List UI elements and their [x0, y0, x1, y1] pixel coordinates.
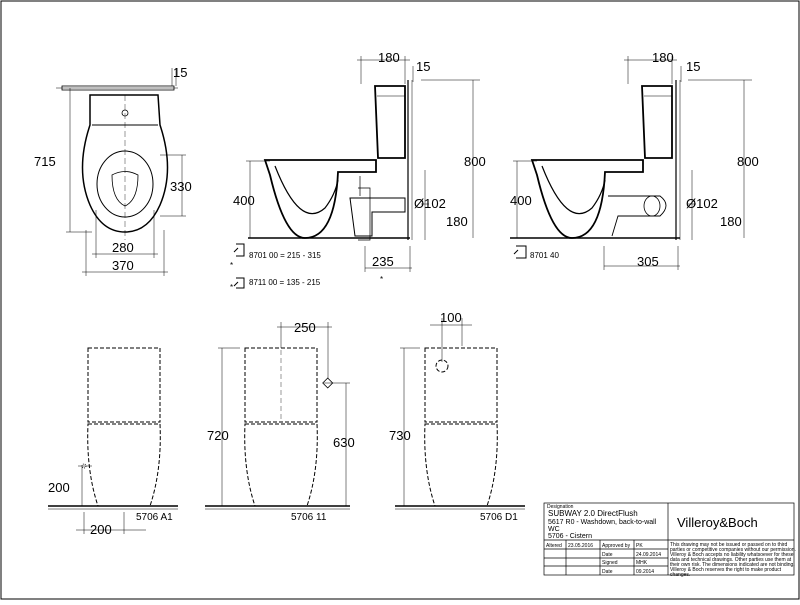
plan-width-dim: 370: [112, 258, 134, 273]
tb-disclaimer-0: This drawing may not be issued or passed…: [670, 542, 788, 548]
left-outlet-height-dim: 180: [446, 214, 468, 229]
tb-line3: WC: [548, 526, 560, 533]
tb-disclaimer-5: Villeroy & Boch reserves the right to ma…: [670, 567, 782, 573]
tb-product: SUBWAY 2.0 DirectFlush: [548, 509, 638, 518]
right-outlet-dist-dim: 305: [637, 254, 659, 269]
left-star-3: *: [380, 275, 383, 284]
left-cistern-dim: 180: [378, 50, 400, 65]
front-view-11-dims: [205, 322, 350, 510]
plan-gap-dim: 15: [173, 65, 187, 80]
fd1-offset-dim: 100: [440, 310, 462, 325]
tb-brand: Villeroy&Boch: [677, 515, 758, 530]
f11-total-dim: 720: [207, 428, 229, 443]
right-gap-dim: 15: [686, 59, 700, 74]
tb-row3-k2: Signed: [602, 560, 618, 566]
plan-bowl-dim: 330: [170, 179, 192, 194]
f11-offset-dim: 250: [294, 320, 316, 335]
tb-row4-k2: Date: [602, 569, 613, 575]
a1-width-dim: 200: [90, 522, 112, 537]
right-cistern-dim: 180: [652, 50, 674, 65]
tb-designation-label: Designation: [547, 504, 574, 510]
a1-height-dim: 200: [48, 480, 70, 495]
front-view-a1-dims: [48, 463, 178, 534]
tb-disclaimer-4: their own risk. The dimensions indicated…: [670, 562, 795, 568]
f11-inlet-dim: 630: [333, 435, 355, 450]
right-seat-dim: 400: [510, 193, 532, 208]
tb-line4: 5706 - Cistern: [548, 533, 592, 540]
tb-row2-v2: 24.09.2014: [636, 552, 661, 558]
tb-row1-v2: PK: [636, 543, 643, 549]
tb-row1-k1: Altered: [546, 543, 562, 549]
front-view-a1: [87, 347, 161, 507]
tb-row2-k2: Date: [602, 552, 613, 558]
left-outlet-dist-dim: 235: [372, 254, 394, 269]
right-part-8701-40: 8701 40: [530, 251, 559, 260]
tb-disclaimer-6: changes.: [670, 572, 690, 578]
right-outlet-dia-dim: Ø102: [686, 196, 718, 211]
tb-row4-v2: 09.2014: [636, 569, 654, 575]
tb-row1-k2: Approved by: [602, 543, 631, 549]
front-view-11: [244, 347, 318, 507]
left-star-1: *: [230, 261, 233, 270]
plan-view: [56, 68, 186, 276]
right-height-dim: 800: [737, 154, 759, 169]
side-view-left: [233, 56, 480, 289]
tb-disclaimer-3: data and technical drawings. Other parti…: [670, 557, 792, 563]
plan-inner-width-dim: 280: [112, 240, 134, 255]
plan-height-dim: 715: [34, 154, 56, 169]
f11-label: 5706 11: [291, 512, 327, 523]
left-star-2: *: [230, 283, 233, 292]
left-seat-dim: 400: [233, 193, 255, 208]
fd1-total-dim: 730: [389, 428, 411, 443]
left-part-8711: 8711 00 = 135 - 215: [249, 278, 321, 287]
tb-disclaimer-2: Villeroy & Boch accepts no liability wha…: [670, 552, 794, 558]
tb-row1-v1: 23.05.2016: [568, 543, 593, 549]
left-gap-dim: 15: [416, 59, 430, 74]
fd1-label: 5706 D1: [480, 512, 518, 523]
left-outlet-dia-dim: Ø102: [414, 196, 446, 211]
left-height-dim: 800: [464, 154, 486, 169]
tb-line2: 5617 R0 - Washdown, back-to-wall: [548, 519, 657, 526]
tb-disclaimer-1: parties or competitive companies without…: [670, 547, 796, 553]
tb-row3-v2: MHK: [636, 560, 648, 566]
side-view-right: [510, 56, 752, 270]
right-outlet-height-dim: 180: [720, 214, 742, 229]
a1-label: 5706 A1: [136, 512, 173, 523]
left-part-8701: 8701 00 = 215 - 315: [249, 251, 321, 260]
title-block: [543, 502, 795, 576]
front-view-d1-dims: [395, 318, 525, 510]
